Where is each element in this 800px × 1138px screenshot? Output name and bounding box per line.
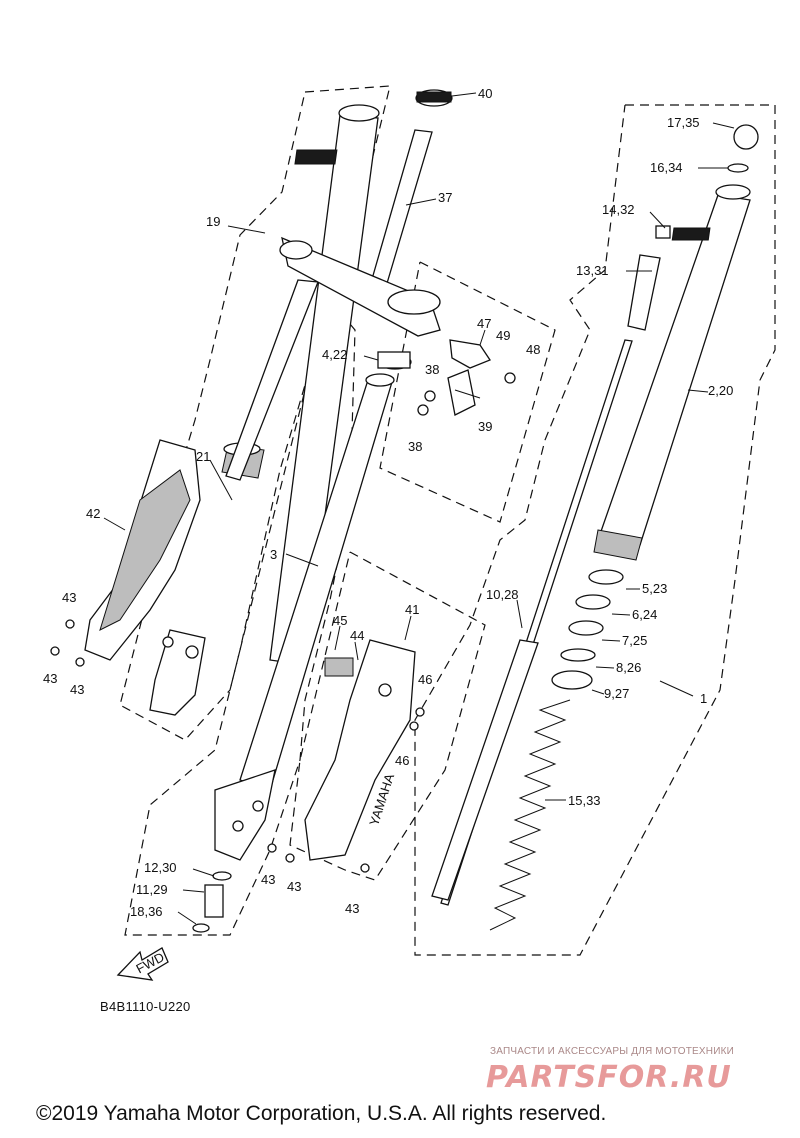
callout: 43	[287, 879, 301, 894]
bolt-icons	[50, 619, 425, 873]
callout: 45	[333, 613, 347, 628]
callout: 39	[478, 419, 492, 434]
callout: 37	[438, 190, 452, 205]
callout: 8,26	[616, 660, 641, 675]
callout: 19	[206, 214, 220, 229]
under-bracket	[279, 236, 441, 370]
right-fork-group-outline	[414, 104, 776, 956]
callout: 13,31	[576, 263, 609, 278]
watermark-logo: PARTSFOR.RU	[486, 1060, 732, 1095]
callout: 11,29	[136, 882, 168, 897]
callout: 3	[270, 547, 277, 562]
left-fork-group-outline	[119, 85, 391, 741]
callout: 38	[408, 439, 422, 454]
callout: 17,35	[667, 115, 700, 130]
callout: 48	[526, 342, 540, 357]
callout: 43	[43, 671, 57, 686]
callout: 2,20	[708, 383, 733, 398]
callout: 9,27	[604, 686, 629, 701]
callout: 49	[496, 328, 510, 343]
callout: 43	[62, 590, 76, 605]
callout: 41	[405, 602, 419, 617]
fork-spring	[489, 699, 571, 931]
callout: 43	[345, 901, 359, 916]
clamp-group-outline	[379, 261, 556, 523]
fork-protector	[304, 639, 416, 861]
callout: 40	[478, 86, 492, 101]
leader-lines	[103, 92, 735, 925]
left-fork-inner-tube	[225, 279, 319, 481]
copyright-notice: ©2019 Yamaha Motor Corporation, U.S.A. A…	[36, 1102, 607, 1125]
callout: 43	[70, 682, 84, 697]
callout: 42	[86, 506, 100, 521]
callout: 46	[395, 753, 409, 768]
protector-group-outline	[289, 551, 486, 881]
diagram-code: B4B1110-U220	[100, 999, 191, 1014]
brake-hose-clamp	[417, 339, 516, 416]
callout: 5,23	[642, 581, 667, 596]
callout: 4,22	[322, 347, 347, 362]
callout: 47	[477, 316, 491, 331]
left-fork-outer-tube	[221, 104, 380, 666]
callout: 12,30	[144, 860, 177, 875]
right-small-parts	[551, 569, 624, 690]
lower-fork-group-outline	[124, 299, 356, 936]
callout: 38	[425, 362, 439, 377]
callout: 14,32	[602, 202, 635, 217]
fwd-arrow-icon: FWD	[116, 947, 169, 981]
right-fork-outer-tube	[593, 124, 759, 561]
callout: 18,36	[130, 904, 163, 919]
callout: 1	[700, 691, 707, 706]
callout-labels: 40 37 19 17,35 16,34 14,32 13,31 47 49 4…	[43, 86, 733, 919]
steering-stem	[369, 89, 453, 291]
watermark-caption: ЗАПЧАСТИ И АКСЕССУАРЫ ДЛЯ МОТОТЕХНИКИ	[490, 1046, 735, 1057]
left-axle-bracket	[149, 629, 206, 716]
callout: 46	[418, 672, 432, 687]
damper-rod	[431, 225, 671, 906]
callout: 16,34	[650, 160, 683, 175]
callout: 7,25	[622, 633, 647, 648]
center-bottom-parts	[192, 871, 232, 933]
callout: 10,28	[486, 587, 519, 602]
callout: 15,33	[568, 793, 601, 808]
center-outer-tube	[214, 373, 395, 861]
callout: 21	[196, 449, 210, 464]
left-fork-guard	[84, 439, 201, 661]
callout: 6,24	[632, 607, 657, 622]
callout: 44	[350, 628, 364, 643]
callout: 43	[261, 872, 275, 887]
